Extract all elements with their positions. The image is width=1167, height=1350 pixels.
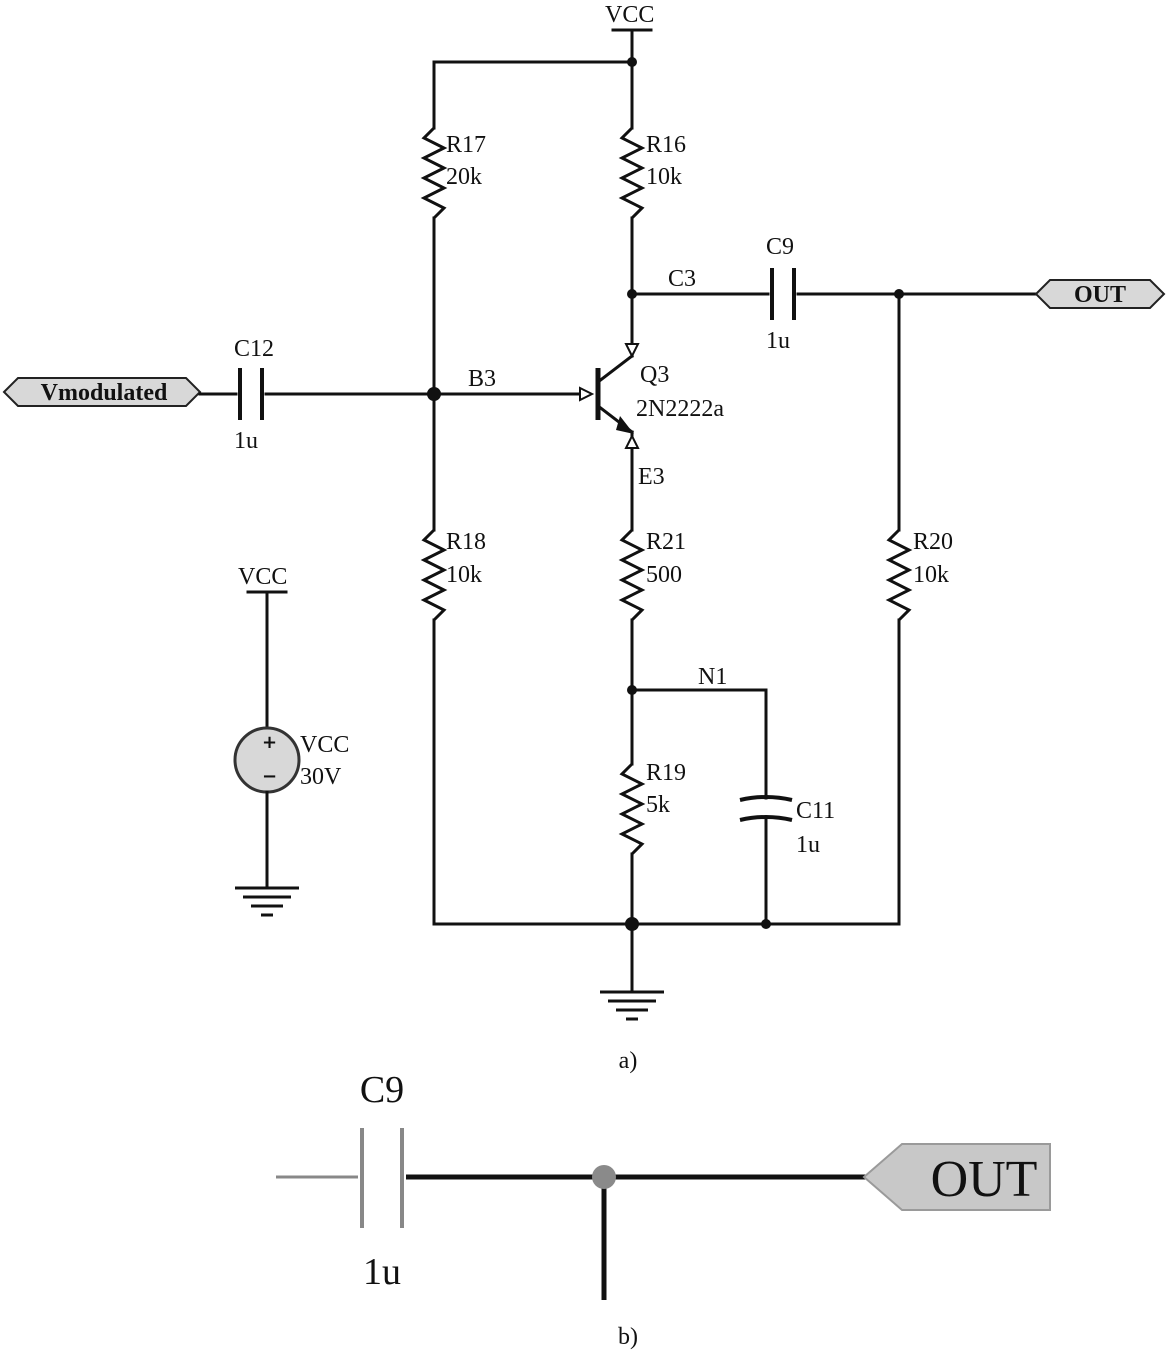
figure-b: C9 OUT 1u b) [276,1069,1051,1350]
figure-a: VCC R17 20k R16 10k C3 [2,2,1166,1074]
net-b3-label: B3 [468,366,496,392]
c11-ref: C11 [796,798,835,824]
net-c3-label: C3 [668,266,696,292]
vcc-source-ref: VCC [300,732,349,758]
capacitor-c9: C9 1u [766,234,796,354]
vcc-source: VCC + − VCC 30V [233,564,349,917]
vcc-top-label: VCC [605,2,654,28]
capacitor-c11: C11 1u [739,795,835,926]
resistor-r20: R20 10k [885,292,953,926]
transistor-q3: Q3 2N2222a [579,292,724,532]
r19-value: 5k [646,792,670,818]
ground-symbol [600,922,664,1021]
q3-ref: Q3 [640,362,669,388]
out-port: OUT [1034,279,1166,309]
c11-value: 1u [796,832,820,858]
plus-icon: + [262,732,277,753]
out-port-zoom: OUT [862,1143,1051,1211]
r17-value: 20k [446,164,482,190]
c12-ref: C12 [234,336,274,362]
junction-dot [592,1165,616,1189]
vmodulated-port: Vmodulated [2,377,202,407]
c9-value: 1u [766,328,790,354]
c9-zoom-ref: C9 [360,1069,404,1111]
net-e3-label: E3 [638,464,665,490]
r19-ref: R19 [646,760,686,786]
resistor-r17: R17 20k [420,60,486,396]
r17-ref: R17 [446,132,486,158]
figure-b-caption: b) [618,1324,638,1350]
c9-ref: C9 [766,234,794,260]
resistor-r16: R16 10k [618,60,686,296]
r16-ref: R16 [646,132,686,158]
c12-value: 1u [234,428,258,454]
vcc-top-terminal: VCC [605,2,654,64]
r20-ref: R20 [913,529,953,555]
out-port-zoom-label: OUT [931,1151,1038,1208]
junction-dot [761,919,771,929]
vmodulated-port-label: Vmodulated [41,380,168,406]
out-port-label: OUT [1074,282,1126,308]
minus-icon: − [262,766,277,787]
net-n1-label: N1 [698,664,727,690]
figure-a-caption: a) [619,1048,638,1074]
r21-ref: R21 [646,529,686,555]
resistor-r19: R19 5k [618,688,686,926]
r16-value: 10k [646,164,682,190]
r21-value: 500 [646,562,682,588]
capacitor-c12: C12 1u [234,336,274,454]
r18-value: 10k [446,562,482,588]
ground-symbol [235,886,299,917]
resistor-r21: R21 500 [618,528,686,692]
vcc-source-value: 30V [300,764,342,790]
vcc-source-net-label: VCC [238,564,287,590]
r20-value: 10k [913,562,949,588]
q3-value: 2N2222a [636,396,724,422]
r18-ref: R18 [446,529,486,555]
resistor-r18: R18 10k [420,392,486,926]
c9-zoom-value: 1u [363,1251,401,1293]
